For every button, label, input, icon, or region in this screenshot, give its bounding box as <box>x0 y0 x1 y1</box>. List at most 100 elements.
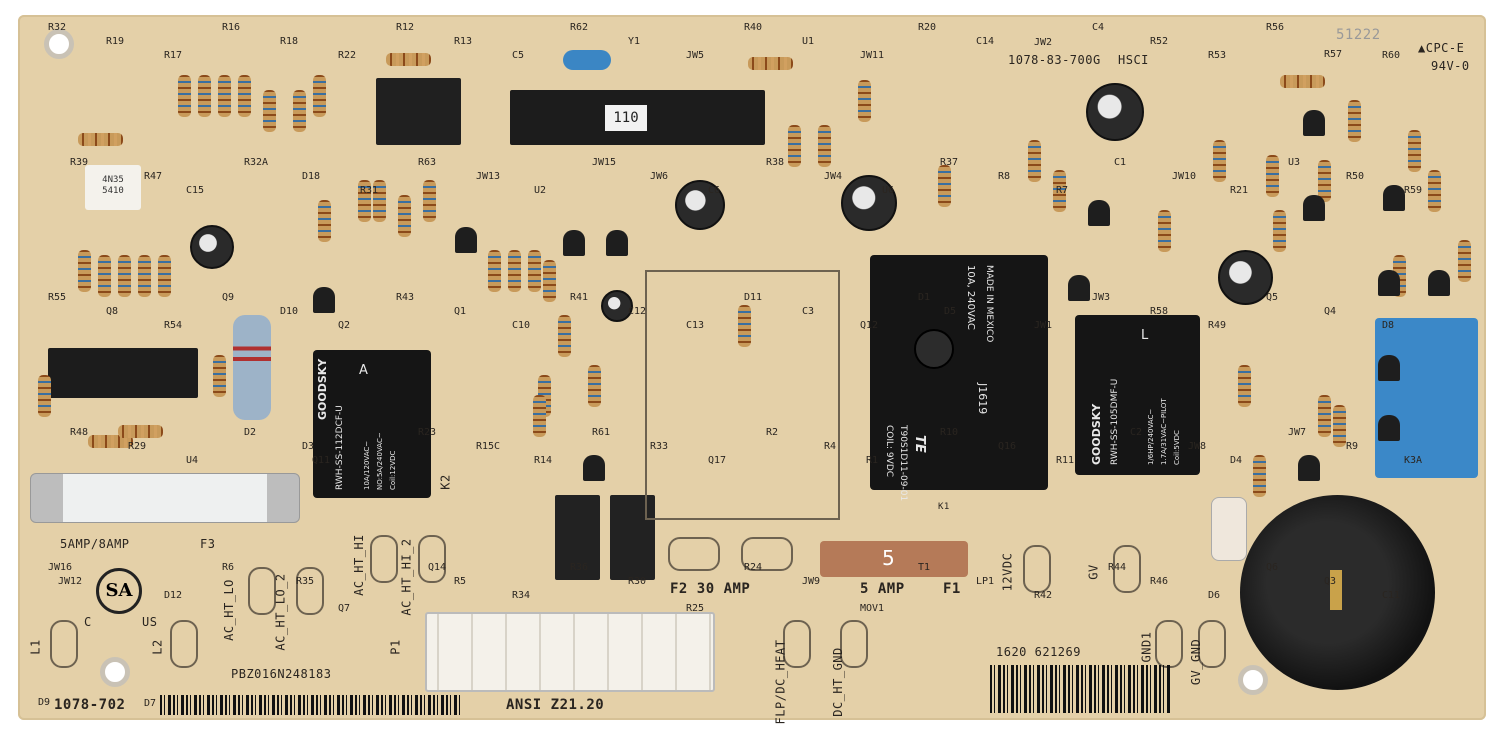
resistor <box>488 250 501 292</box>
resistor <box>198 75 211 117</box>
transistor <box>1088 200 1110 226</box>
transistor <box>313 287 335 313</box>
label-l1: L1 <box>28 639 43 655</box>
refdes-label: Q7 <box>338 603 351 614</box>
terminal-gv[interactable] <box>1113 545 1141 593</box>
relay-spec: 1/6HP/240VAC~ <box>1147 408 1155 465</box>
fuse-f2-label: F2 30 AMP <box>670 581 751 597</box>
mounting-hole <box>1238 665 1268 695</box>
resistor <box>1213 140 1226 182</box>
refdes-label: D9 <box>38 697 51 708</box>
terminal-flp-dc-heat[interactable] <box>783 620 811 668</box>
refdes-label: JW8 <box>1188 441 1207 452</box>
transistor <box>1303 110 1325 136</box>
terminal-l2[interactable] <box>170 620 198 668</box>
label-12vdc: 12VDC <box>1000 552 1015 592</box>
refdes-label: Q4 <box>1324 306 1337 317</box>
terminal-12vdc[interactable] <box>1023 545 1051 593</box>
refdes-label: C10 <box>512 320 531 331</box>
refdes-label: U4 <box>186 455 199 466</box>
terminal-dc-ht-gnd[interactable] <box>840 620 868 668</box>
maker-label: HSCI <box>1118 53 1149 67</box>
refdes-label: R35 <box>296 576 315 587</box>
refdes-label: JW2 <box>1034 37 1053 48</box>
refdes-label: Q11 <box>312 455 331 466</box>
resistor <box>118 255 131 297</box>
resistor <box>543 260 556 302</box>
refdes-label: R4 <box>824 441 837 452</box>
capacitor <box>190 225 234 269</box>
terminal-ac-ht-lo[interactable] <box>248 567 276 615</box>
label-flp-dc-heat: FLP/DC_HEAT <box>773 639 788 725</box>
refdes-label: R47 <box>144 171 163 182</box>
refdes-label: R29 <box>128 441 147 452</box>
relay-te: MADE IN MEXICO 10A, 240VAC J1619 TE T90S… <box>870 255 1048 501</box>
relay-model: RWH-SS-105DMF-U <box>1110 378 1120 465</box>
barcode <box>990 665 1170 713</box>
relay-rating: 10A, 240VAC <box>965 265 976 330</box>
refdes-label: D12 <box>164 590 183 601</box>
refdes-label: R59 <box>1404 185 1423 196</box>
label-l2: L2 <box>150 639 165 655</box>
refdes-label: C5 <box>512 50 525 61</box>
fuse-f3-ref: F3 <box>200 537 216 551</box>
igniter-transformer-t1 <box>1240 495 1435 690</box>
refdes-label: R21 <box>1230 185 1249 196</box>
refdes-label: R52 <box>1150 36 1169 47</box>
refdes-label: R46 <box>1150 576 1169 587</box>
refdes-label: MOV1 <box>860 603 885 614</box>
transistor <box>606 230 628 256</box>
label-ac-ht-hi-2: AC_HT_HI_2 <box>399 538 414 616</box>
terminal-ac-ht-hi-2[interactable] <box>418 535 446 583</box>
resistor <box>293 90 306 132</box>
resistor <box>386 53 431 66</box>
terminal-l1[interactable] <box>50 620 78 668</box>
connector-p1[interactable] <box>425 612 715 692</box>
resistor <box>78 133 123 146</box>
terminal-tab <box>1330 570 1342 610</box>
terminal-ac-ht-lo-2[interactable] <box>296 567 324 615</box>
resistor <box>118 425 163 438</box>
capacitor-c3 <box>675 180 725 230</box>
resistor <box>738 305 751 347</box>
resistor <box>1253 455 1266 497</box>
refdes-label: D11 <box>744 292 763 303</box>
relay-knob <box>914 329 954 369</box>
label-dc-ht-gnd: DC_HT_GND <box>830 647 845 717</box>
optocoupler: 4N35 5410 <box>85 165 141 210</box>
terminal-ac-ht-hi[interactable] <box>370 535 398 583</box>
resistor <box>528 250 541 292</box>
refdes-label: Q12 <box>860 320 879 331</box>
glass-fuse-f3 <box>30 473 300 523</box>
refdes-label: R57 <box>1324 49 1343 60</box>
refdes-label: R1 <box>866 455 879 466</box>
refdes-label: C13 <box>686 320 705 331</box>
transistor <box>1378 415 1400 441</box>
relay-letter: A <box>359 363 368 378</box>
refdes-label: Q16 <box>998 441 1017 452</box>
transistor <box>610 495 655 580</box>
refdes-label: R55 <box>48 292 67 303</box>
refdes-label: Q14 <box>428 562 447 573</box>
refdes-label: D1 <box>918 292 931 303</box>
crystal-y1 <box>563 50 611 70</box>
refdes-label: JW11 <box>860 50 885 61</box>
label-p1: P1 <box>388 639 403 655</box>
resistor <box>508 250 521 292</box>
resistor <box>318 200 331 242</box>
terminal-gv-gnd[interactable] <box>1198 620 1226 668</box>
refdes-label: C2 <box>1130 427 1143 438</box>
refdes-label: R9 <box>1346 441 1359 452</box>
relay-spec: 10A/120VAC~ <box>363 440 371 490</box>
resistor <box>373 180 386 222</box>
resistor <box>1280 75 1325 88</box>
refdes-label: LP1 <box>976 576 995 587</box>
refdes-label: D5 <box>944 306 957 317</box>
terminal-gnd1[interactable] <box>1155 620 1183 668</box>
refdes-label: R44 <box>1108 562 1127 573</box>
refdes-label: C1 <box>1114 157 1127 168</box>
resistor <box>938 165 951 207</box>
refdes-label: R24 <box>744 562 763 573</box>
resistor <box>1053 170 1066 212</box>
refdes-label: R58 <box>1150 306 1169 317</box>
